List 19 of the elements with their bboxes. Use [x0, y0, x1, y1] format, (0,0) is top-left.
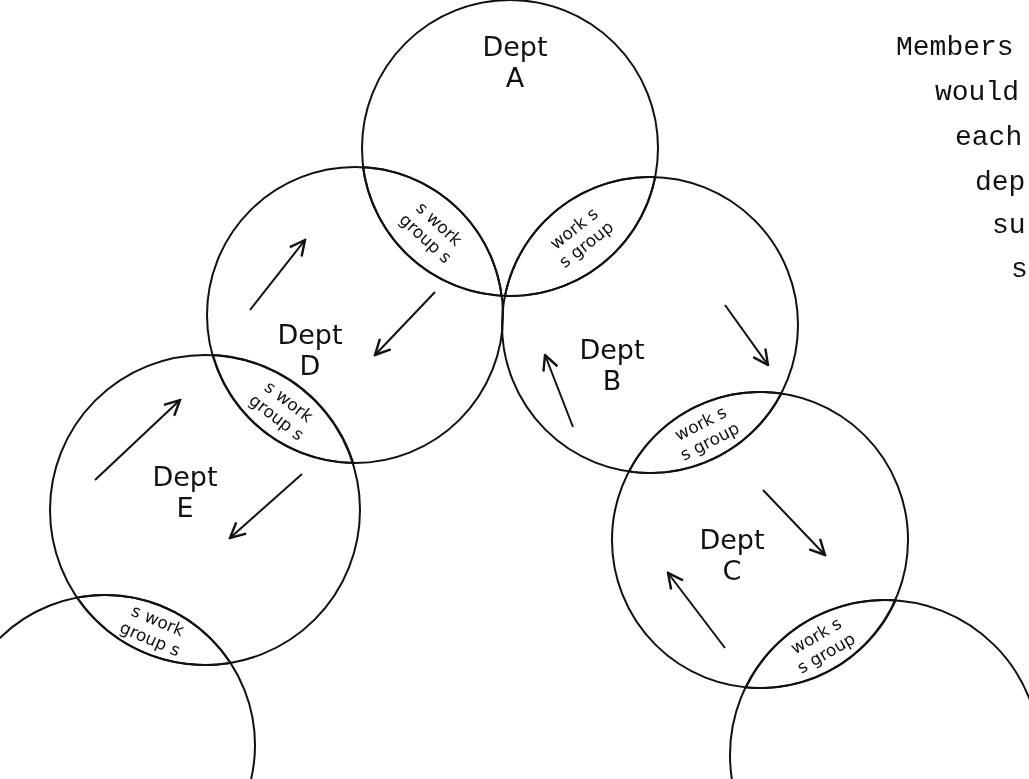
- department-label: Dept A: [482, 30, 548, 94]
- overlap-region: [75, 593, 233, 667]
- department-label: Dept B: [579, 333, 645, 397]
- department-circle: [610, 390, 910, 690]
- note-text: s: [1011, 256, 1028, 284]
- note-text: Members: [896, 34, 1014, 62]
- note-text: each: [955, 124, 1023, 152]
- note-text: would: [935, 79, 1019, 107]
- department-circle: [500, 175, 800, 475]
- department-label: Dept E: [152, 460, 218, 524]
- department-label: Dept D: [277, 318, 343, 382]
- department-label: Dept C: [699, 523, 765, 587]
- overlap-region: [626, 390, 784, 475]
- overlap-region: [210, 353, 355, 465]
- department-circle: [48, 353, 362, 667]
- department-circle: [205, 165, 505, 465]
- overlap-region: [361, 165, 504, 298]
- note-text: su: [992, 212, 1026, 240]
- note-text: dep: [975, 169, 1026, 197]
